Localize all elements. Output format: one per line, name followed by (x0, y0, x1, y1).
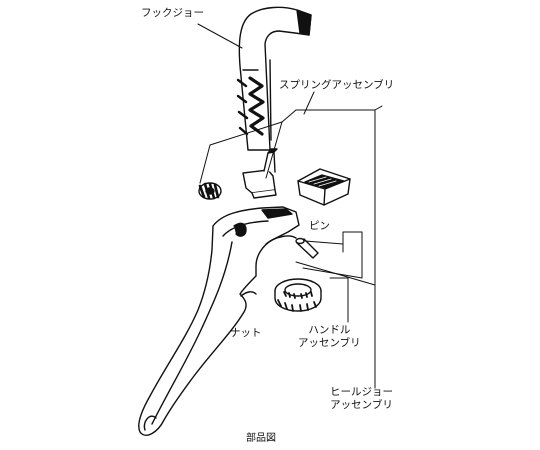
hook-jaw-part (236, 6, 312, 151)
spring-coil-part (198, 182, 222, 200)
handle-assembly-part (138, 206, 300, 436)
leader-lines (197, 23, 383, 389)
pin-label: ピン (309, 220, 330, 232)
nut-label: ナット (230, 327, 262, 339)
heel-jaw-assembly-label: ヒールジョー アッセンブリ (330, 386, 393, 412)
handle-assembly-label-line2: アッセンブリ (298, 337, 361, 349)
handle-assembly-label: ハンドル アッセンブリ (298, 324, 361, 350)
nut-part (274, 278, 322, 312)
heel-block-part (297, 168, 351, 206)
pin-part (295, 237, 319, 259)
heel-jaw-assembly-label-line2: アッセンブリ (330, 399, 393, 411)
spring-assembly-label: スプリングアッセンブリ (279, 79, 395, 91)
handle-assembly-label-line1: ハンドル (308, 324, 351, 336)
hook-jaw-label: フックジョー (141, 7, 204, 19)
heel-jaw-assembly-label-line1: ヒールジョー (330, 386, 393, 398)
diagram-caption: 部品図 (246, 433, 276, 444)
